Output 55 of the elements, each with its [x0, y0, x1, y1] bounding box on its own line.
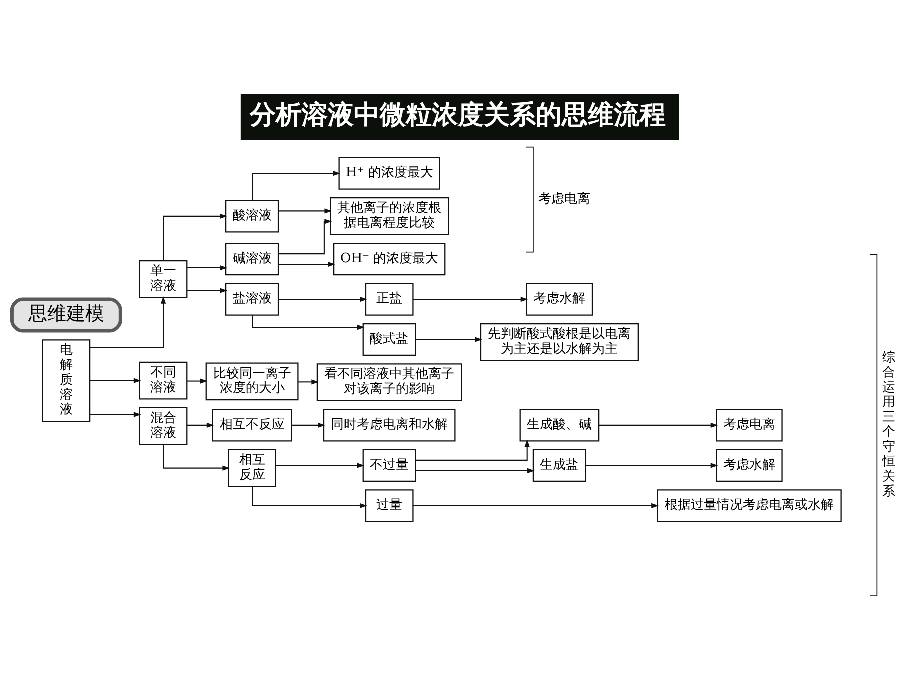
- node-box: H⁺ 的浓度最大: [338, 157, 440, 190]
- node-box: 先判断酸式酸根是以电离为主还是以水解为主: [480, 323, 639, 362]
- node-box: 相互反应: [228, 449, 276, 488]
- arrow: [252, 171, 341, 200]
- node-box: 电解质溶液: [42, 340, 91, 422]
- node-box: 过量: [365, 490, 414, 522]
- arrow: [187, 422, 214, 428]
- arrow: [278, 208, 332, 214]
- diagram-title: 分析溶液中微粒浓度关系的思维流程: [250, 100, 666, 130]
- label: 综合运用三个守恒关系: [882, 350, 896, 500]
- arrow: [298, 380, 320, 385]
- node-box: 正盐: [365, 283, 414, 316]
- arrow: [413, 296, 528, 302]
- node-box: 不过量: [362, 449, 416, 482]
- arrow: [599, 422, 718, 428]
- node-box: 相互不反应: [212, 409, 292, 442]
- node-box: OH⁻ 的浓度最大: [334, 242, 446, 276]
- node-box: 酸溶液: [225, 200, 280, 233]
- node-box: 生成酸、碱: [520, 409, 600, 442]
- node-box: 考虑水解: [526, 283, 594, 316]
- arrow: [414, 503, 659, 508]
- arrow: [252, 486, 368, 508]
- node-box: 单一溶液: [139, 260, 188, 298]
- arrow: [278, 219, 332, 255]
- arrow: [278, 262, 336, 268]
- arrow: [163, 214, 228, 261]
- arrow: [163, 444, 230, 471]
- node-box: 根据过量情况考虑电离或水解: [657, 490, 842, 522]
- node-box: 混合溶液: [139, 407, 188, 446]
- arrow: [416, 440, 530, 461]
- node-box: 看不同溶液中其他离子对该离子的影响: [316, 364, 462, 402]
- node-box: 其他离子的浓度根据电离程度比较: [330, 198, 450, 236]
- arrow: [416, 468, 535, 474]
- node-box: 不同溶液: [139, 362, 188, 400]
- node-box: 比较同一离子浓度的大小: [206, 362, 299, 401]
- arrow: [416, 337, 482, 342]
- node-box: 考虑水解: [716, 449, 783, 482]
- arrow: [90, 296, 166, 348]
- arrow: [586, 463, 718, 468]
- arrow: [187, 265, 228, 271]
- label: 考虑电离: [538, 192, 591, 207]
- node-box: 生成盐: [532, 449, 586, 482]
- node-box: 同时考虑电离和水解: [323, 409, 456, 442]
- node-box: 碱溶液: [225, 242, 280, 276]
- arrow: [278, 296, 368, 302]
- node-box: 考虑电离: [716, 409, 783, 442]
- arrow: [90, 412, 142, 418]
- node-box: 盐溶液: [225, 283, 280, 316]
- node-box: 酸式盐: [362, 323, 416, 356]
- arrow: [187, 288, 228, 294]
- arrow: [276, 463, 365, 468]
- arrow: [292, 422, 326, 428]
- node-box: 思维建模: [10, 298, 122, 333]
- arrow: [90, 378, 142, 384]
- arrow: [187, 378, 208, 384]
